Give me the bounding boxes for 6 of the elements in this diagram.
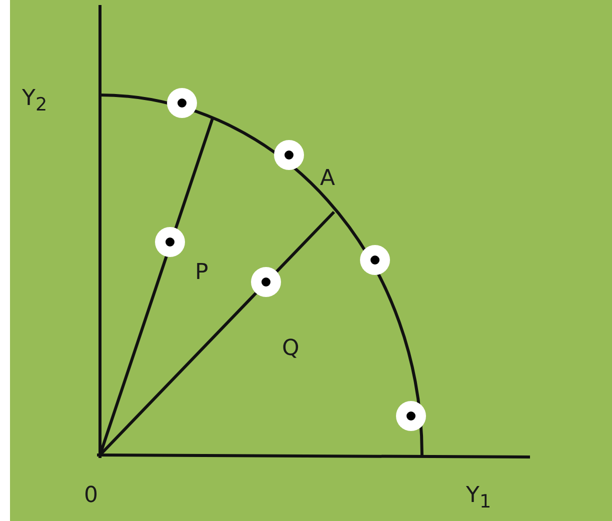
point-label: Q: [282, 338, 300, 360]
axis-label: Y$_{1}$: [466, 485, 492, 512]
point-label: P: [195, 262, 208, 284]
point-label: A: [320, 168, 336, 190]
axis-label: Y$_{2}$: [22, 88, 48, 115]
axis-label: 0: [84, 485, 98, 507]
